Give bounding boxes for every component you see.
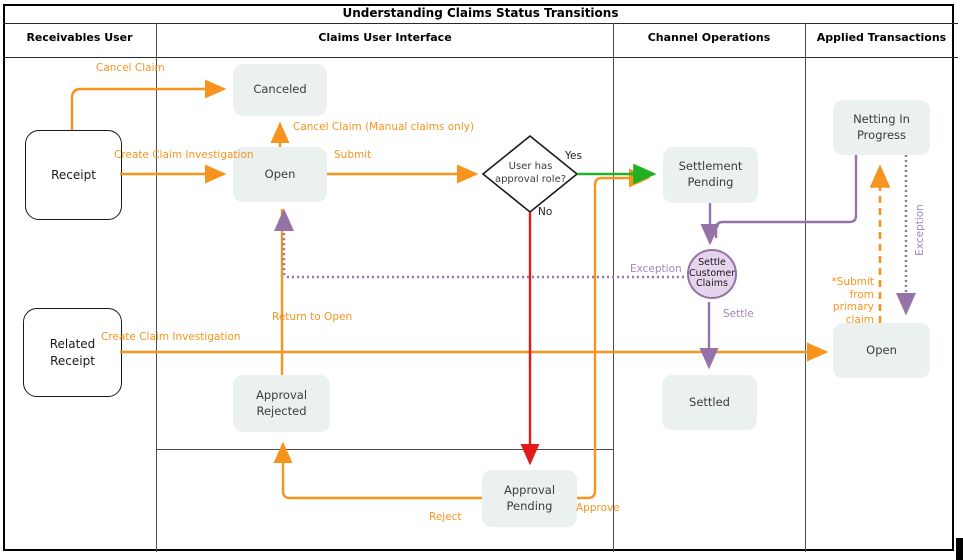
- node-receipt: Receipt: [25, 130, 122, 220]
- edge-label-approve: Approve: [576, 502, 620, 514]
- edge-label-cancel-claim: Cancel Claim: [96, 62, 165, 74]
- claims-ui-sublane-divider: [157, 449, 613, 450]
- node-open-claim: Open: [233, 147, 327, 202]
- edge-label-create-claim-investigation-1: Create Claim Investigation: [114, 149, 254, 161]
- lane-header-claims-user-interface: Claims User Interface: [318, 31, 452, 44]
- node-settlement-pending: Settlement Pending: [663, 147, 758, 203]
- node-settled: Settled: [662, 375, 757, 430]
- lane-divider-1: [156, 23, 157, 552]
- node-approval-rejected-label: Approval Rejected: [255, 387, 308, 418]
- edge-label-submit: Submit: [334, 149, 372, 161]
- node-open-claim-label: Open: [264, 166, 296, 181]
- node-approval-pending: Approval Pending: [482, 470, 577, 527]
- lane-header-channel-operations: Channel Operations: [647, 31, 771, 44]
- diagram-outer-border: [3, 4, 954, 551]
- node-canceled: Canceled: [233, 64, 327, 116]
- edge-label-no: No: [538, 206, 553, 218]
- edge-label-create-claim-investigation-2: Create Claim Investigation: [101, 331, 241, 343]
- lane-divider-3: [805, 23, 806, 552]
- lane-header-applied-transactions: Applied Transactions: [816, 31, 947, 44]
- edge-label-yes: Yes: [565, 150, 582, 162]
- corner-artifact: [956, 538, 963, 560]
- edge-label-return-to-open: Return to Open: [272, 311, 353, 323]
- edge-label-reject: Reject: [429, 511, 462, 523]
- edge-label-cancel-claim-manual: Cancel Claim (Manual claims only): [293, 121, 475, 133]
- node-settlement-pending-label: Settlement Pending: [678, 159, 743, 189]
- edge-label-submit-from-primary: *Submit from primary claim: [831, 276, 875, 326]
- node-approval-rejected: Approval Rejected: [233, 375, 330, 432]
- node-open-applied: Open: [833, 323, 930, 378]
- node-related-receipt-label: Related Receipt: [49, 336, 96, 368]
- node-settle-customer-claims-label: Settle Customer Claims: [689, 256, 736, 290]
- node-canceled-label: Canceled: [253, 82, 307, 97]
- node-receipt-label: Receipt: [51, 167, 96, 182]
- title-separator: [3, 23, 958, 24]
- lane-header-separator: [3, 57, 958, 58]
- edge-label-exception-right: Exception: [914, 204, 926, 256]
- decision-label: User has approval role?: [494, 161, 567, 185]
- node-approval-pending-label: Approval Pending: [503, 482, 556, 513]
- node-related-receipt: Related Receipt: [23, 308, 122, 397]
- node-open-applied-label: Open: [866, 342, 897, 357]
- lane-header-receivables-user: Receivables User: [26, 31, 133, 44]
- node-settle-customer-claims: Settle Customer Claims: [687, 249, 737, 299]
- node-settled-label: Settled: [689, 394, 730, 409]
- diagram-title: Understanding Claims Status Transitions: [342, 6, 619, 20]
- node-netting-in-progress: Netting In Progress: [833, 100, 930, 155]
- edge-label-settle: Settle: [723, 308, 754, 320]
- lane-divider-2: [613, 23, 614, 552]
- edge-label-exception-left: Exception: [630, 263, 682, 275]
- node-netting-in-progress-label: Netting In Progress: [853, 111, 910, 142]
